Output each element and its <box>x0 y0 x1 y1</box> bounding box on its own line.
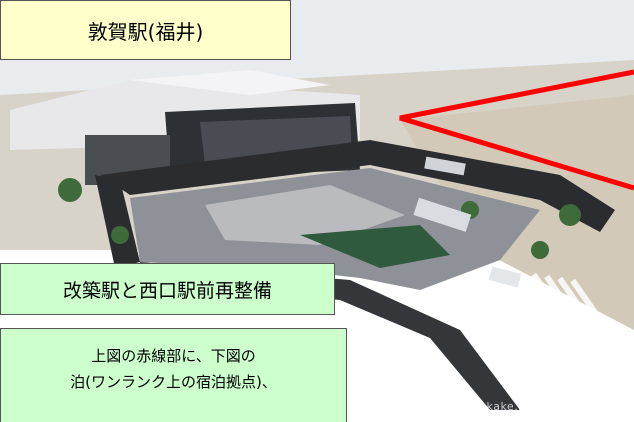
watermark: jr-odekake.net/jrwest.com <box>452 400 608 413</box>
highlight-line <box>399 69 634 191</box>
trees <box>58 178 581 259</box>
parking-island <box>205 185 405 245</box>
station-roof-top <box>130 70 330 95</box>
canopy-left <box>95 175 140 268</box>
crosswalk <box>531 272 604 324</box>
note-box: 上図の赤線部に、下図の 泊(ワンランク上の宿泊拠点)、 <box>0 328 347 422</box>
buses <box>413 156 522 288</box>
project-caption: 改築駅と西口駅前再整備 <box>0 263 335 315</box>
note-line-1: 上図の赤線部に、下図の <box>91 347 256 365</box>
station-title: 敦賀駅(福井) <box>0 0 291 60</box>
green-median <box>300 225 450 268</box>
note-line-2: 泊(ワンランク上の宿泊拠点)、 <box>70 373 277 391</box>
canopy-top <box>100 140 615 232</box>
